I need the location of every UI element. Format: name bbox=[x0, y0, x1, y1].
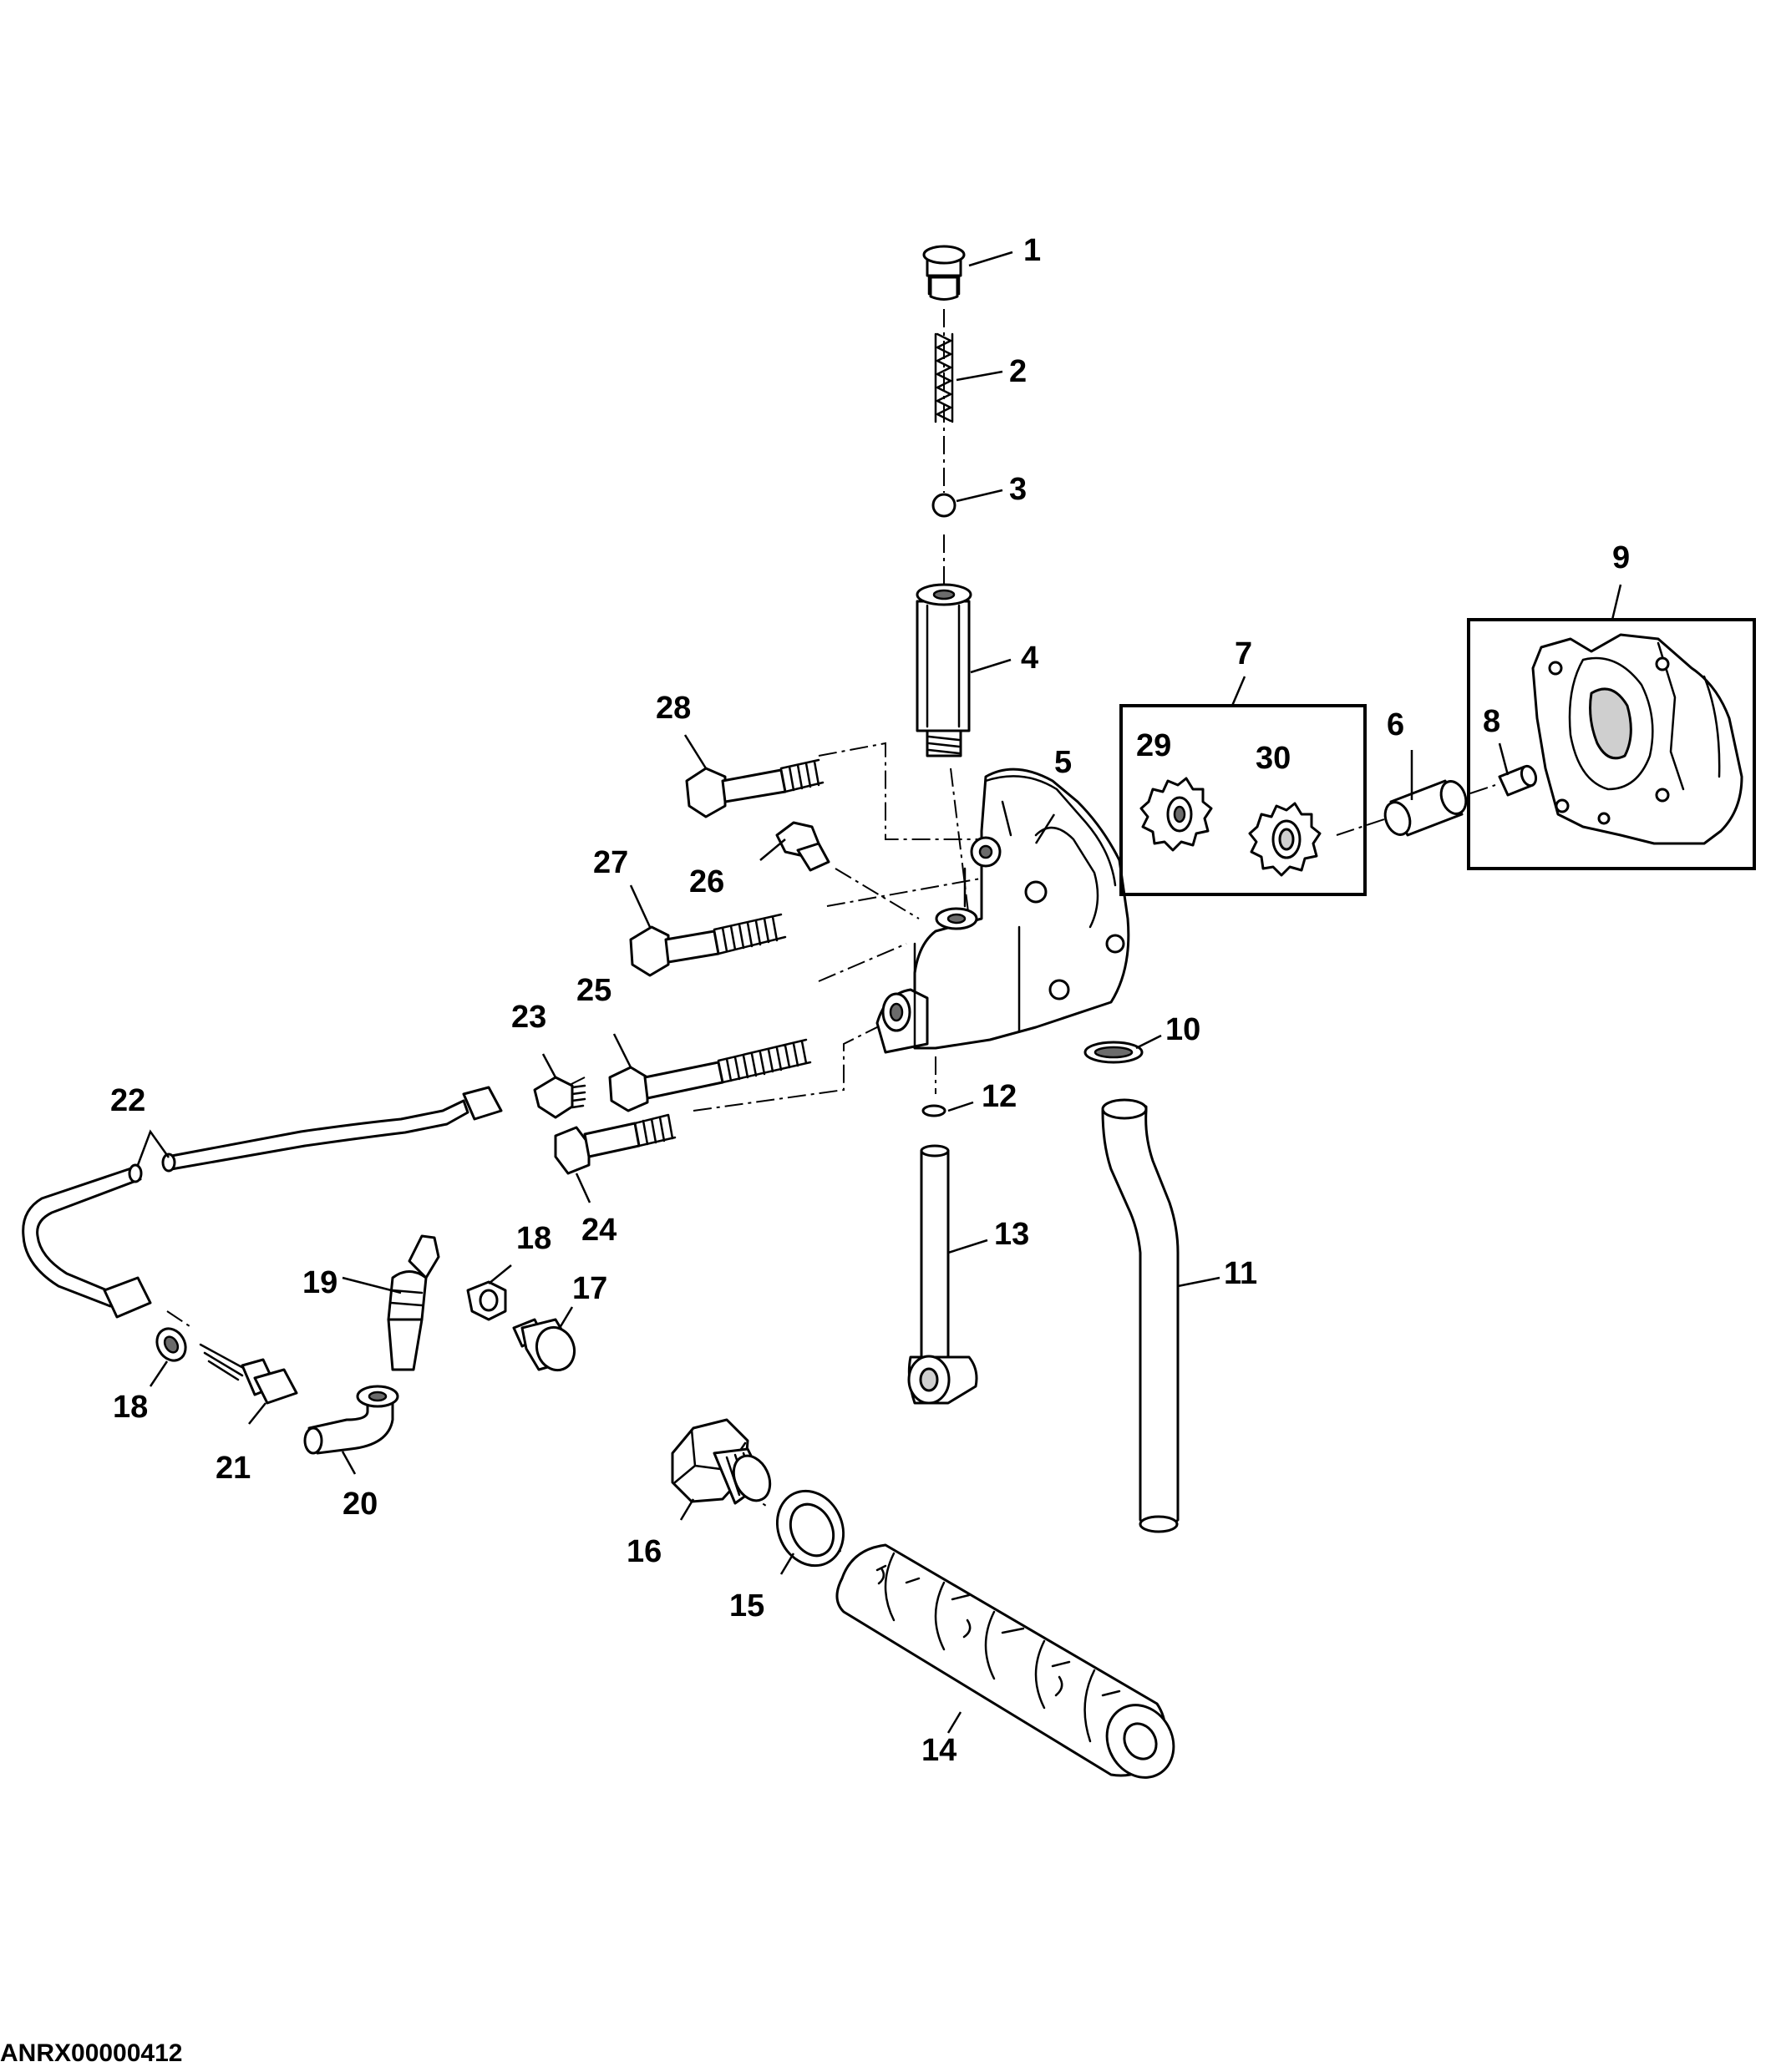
callout-14: 14 bbox=[921, 1733, 957, 1768]
part-cap-screw-27 bbox=[629, 913, 787, 977]
callout-1: 1 bbox=[1023, 233, 1041, 268]
callout-8: 8 bbox=[1483, 704, 1500, 739]
callout-29: 29 bbox=[1136, 728, 1171, 763]
callout-25: 25 bbox=[576, 973, 611, 1008]
part-snap-ring-12 bbox=[921, 1104, 946, 1117]
part-cap-screw-28 bbox=[685, 758, 825, 818]
callout-21: 21 bbox=[216, 1451, 251, 1486]
part-shaft-13 bbox=[907, 1144, 978, 1405]
part-spring-2 bbox=[934, 332, 954, 423]
callout-17: 17 bbox=[572, 1271, 607, 1306]
callout-16: 16 bbox=[627, 1534, 662, 1569]
callout-labels: 1 2 3 4 5 6 7 8 9 10 11 12 13 14 15 16 1… bbox=[110, 233, 1630, 1768]
callout-26: 26 bbox=[689, 864, 724, 899]
callout-6: 6 bbox=[1387, 707, 1404, 742]
part-washer-18-lower bbox=[155, 1327, 187, 1362]
part-gear-29 bbox=[1139, 777, 1213, 852]
callout-23: 23 bbox=[511, 1000, 546, 1035]
part-nut-18-upper bbox=[466, 1280, 507, 1321]
callout-18-lower: 18 bbox=[113, 1390, 148, 1425]
part-suction-tube-11 bbox=[1101, 1098, 1180, 1533]
part-adapter-21 bbox=[199, 1343, 298, 1405]
assembly-box-9 bbox=[1467, 618, 1756, 870]
callout-18-upper: 18 bbox=[516, 1221, 551, 1256]
callout-12: 12 bbox=[982, 1079, 1017, 1114]
part-filter-14 bbox=[835, 1543, 1175, 1779]
callout-19: 19 bbox=[302, 1265, 337, 1300]
callout-3: 3 bbox=[1009, 472, 1027, 507]
part-gear-30 bbox=[1248, 802, 1322, 877]
part-elbow-20 bbox=[303, 1385, 399, 1455]
callout-15: 15 bbox=[729, 1588, 764, 1624]
part-bushing-6 bbox=[1383, 779, 1468, 837]
part-fitting-26 bbox=[775, 821, 830, 872]
callout-7: 7 bbox=[1235, 636, 1252, 671]
callout-2: 2 bbox=[1009, 354, 1027, 389]
callout-4: 4 bbox=[1021, 641, 1038, 676]
part-seal-ring-15 bbox=[775, 1489, 845, 1568]
callout-5: 5 bbox=[1054, 745, 1072, 780]
callout-30: 30 bbox=[1256, 741, 1291, 776]
part-oil-line-22 bbox=[22, 1086, 503, 1319]
callout-11: 11 bbox=[1224, 1256, 1257, 1291]
part-ball-3 bbox=[931, 493, 957, 518]
part-pump-cover-9 bbox=[1531, 633, 1743, 845]
part-cap-screw-17 bbox=[512, 1318, 576, 1372]
part-sensor-19 bbox=[387, 1234, 440, 1371]
figure-id: ANRX00000412 bbox=[0, 2039, 182, 2067]
part-o-ring-10 bbox=[1083, 1041, 1144, 1064]
part-plug-1 bbox=[922, 245, 966, 301]
part-valve-housing-4 bbox=[916, 583, 972, 757]
callout-9: 9 bbox=[1612, 540, 1630, 575]
callout-27: 27 bbox=[593, 845, 628, 880]
part-pump-body-5 bbox=[875, 768, 1130, 1054]
part-fitting-23 bbox=[533, 1076, 586, 1119]
part-drain-plug-16 bbox=[671, 1418, 772, 1505]
callout-24: 24 bbox=[581, 1213, 617, 1248]
callout-28: 28 bbox=[656, 691, 691, 726]
callout-13: 13 bbox=[994, 1217, 1029, 1252]
assembly-axis-lines bbox=[166, 309, 1496, 1554]
part-cap-screw-24 bbox=[554, 1113, 677, 1175]
part-cap-screw-25 bbox=[608, 1038, 812, 1112]
callout-20: 20 bbox=[343, 1487, 378, 1522]
callout-10: 10 bbox=[1165, 1012, 1200, 1047]
leader-lines bbox=[136, 251, 1622, 1734]
assembly-box-7 bbox=[1119, 704, 1367, 896]
callout-22: 22 bbox=[110, 1083, 145, 1118]
